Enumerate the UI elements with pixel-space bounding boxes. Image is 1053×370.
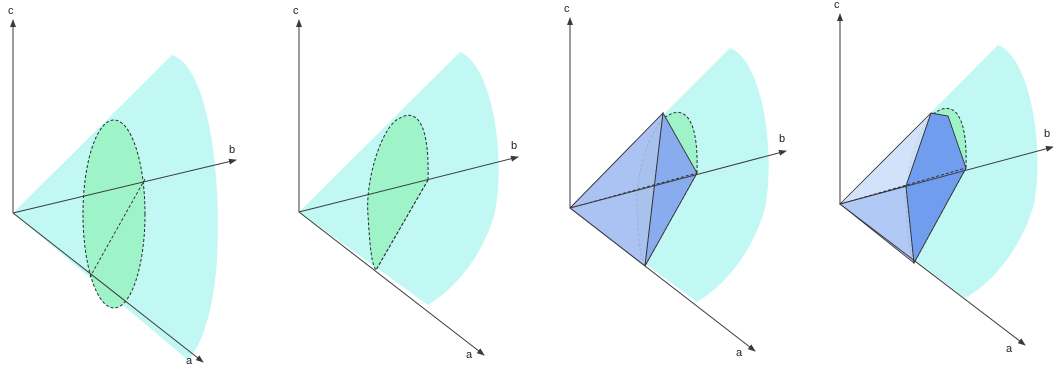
axis-c-label: c bbox=[564, 3, 570, 15]
axis-a bbox=[569, 207, 756, 352]
pyramid-right-face bbox=[644, 111, 698, 267]
axis-c-label: c bbox=[834, 0, 840, 11]
axis-b bbox=[569, 149, 787, 209]
axis-a-label: a bbox=[1006, 343, 1013, 355]
axis-c-label: c bbox=[293, 5, 299, 17]
panel-1: a b c bbox=[8, 5, 237, 367]
cross-section-ellipse bbox=[82, 119, 146, 309]
axis-a-label: a bbox=[736, 347, 743, 359]
axis-b-label: b bbox=[511, 140, 517, 152]
ellipse-diagonal bbox=[89, 178, 146, 278]
panel-3: a b c bbox=[564, 3, 787, 359]
axis-b-label: b bbox=[1044, 128, 1050, 140]
section-diagonal bbox=[375, 179, 429, 271]
axis-a-label: a bbox=[466, 349, 473, 361]
cross-section-half-ellipse bbox=[367, 114, 429, 271]
axis-b-label: b bbox=[229, 144, 235, 156]
axis-b bbox=[12, 158, 237, 214]
axis-a bbox=[298, 211, 485, 356]
axis-b bbox=[839, 145, 1053, 205]
axis-b bbox=[298, 155, 519, 213]
polytope-front-face bbox=[905, 112, 967, 265]
axis-a-label: a bbox=[186, 355, 193, 367]
axis-a bbox=[839, 203, 1026, 346]
axis-c-label: c bbox=[8, 5, 14, 17]
panel-2: a b c bbox=[293, 5, 519, 361]
axis-b-label: b bbox=[779, 133, 785, 145]
axis-a bbox=[12, 212, 204, 363]
panel-4: a b c bbox=[834, 0, 1053, 355]
